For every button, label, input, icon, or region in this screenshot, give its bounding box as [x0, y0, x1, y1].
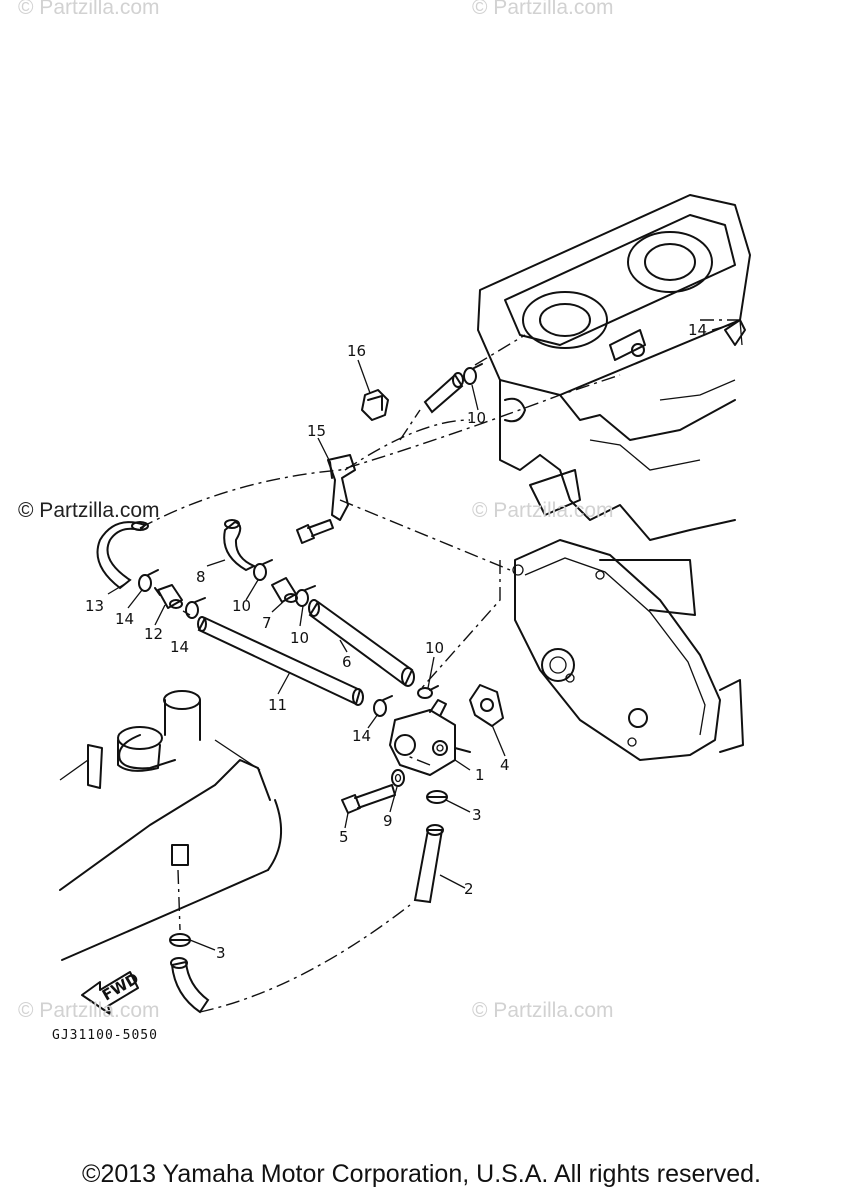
clamp-16	[361, 389, 389, 421]
watermark-mid-right: © Partzilla.com	[472, 499, 614, 522]
clamp-14-b	[185, 597, 206, 619]
callout-4: 4	[500, 756, 510, 774]
callout-2: 2	[464, 880, 474, 898]
watermark-top-right: © Partzilla.com	[472, 0, 614, 19]
callout-14-c: 14	[352, 727, 371, 745]
clamp-10-c	[417, 685, 439, 699]
watermark-bottom-right: © Partzilla.com	[472, 999, 614, 1022]
fuel-cock-1	[389, 699, 471, 776]
callout-11: 11	[268, 696, 287, 714]
callout-9: 8	[196, 568, 206, 586]
callout-13: 13	[85, 597, 104, 615]
callout-10-c: 10	[425, 639, 444, 657]
hose-bottom	[170, 957, 210, 1014]
bracket-15	[327, 454, 356, 521]
copyright-notice: ©2013 Yamaha Motor Corporation, U.S.A. A…	[82, 1160, 761, 1188]
callout-10-a: 10	[232, 597, 251, 615]
callout-8: 7	[262, 614, 272, 632]
engine-block	[477, 194, 751, 541]
hose-2	[413, 824, 444, 904]
engine-cover	[512, 539, 744, 761]
callout-3-left: 3	[216, 944, 226, 962]
routing-lines	[139, 319, 740, 1013]
callout-10-b: 10	[290, 629, 309, 647]
bolt-5	[341, 784, 396, 814]
clamp-10-b	[295, 585, 316, 607]
hose-11	[197, 616, 364, 706]
callout-5: 5	[339, 828, 349, 846]
gasket-4	[469, 684, 504, 727]
fuel-filter-8	[271, 577, 298, 603]
clamp-14-left	[138, 569, 159, 592]
callout-14-top: 14	[688, 321, 707, 339]
callout-1: 1	[475, 766, 485, 784]
diagram-code: GJ31100-5050	[52, 1028, 158, 1043]
bolt-bracket	[296, 519, 334, 544]
watermark-mid-left: © Partzilla.com	[18, 499, 160, 522]
watermark-top-left: © Partzilla.com	[18, 0, 160, 19]
callout-16: 16	[347, 342, 366, 360]
fuel-filter-12	[154, 584, 183, 609]
callout-12: 12	[144, 625, 163, 643]
callout-7: 6	[342, 653, 352, 671]
leader-lines	[107, 324, 731, 951]
callout-14-left: 14	[115, 610, 134, 628]
callout-3-right: 3	[472, 806, 482, 824]
callout-15: 15	[307, 422, 326, 440]
callout-labels: 16 15 10 14 13 8 14 12 14 10 7 10 6 11 1…	[85, 321, 707, 962]
fuel-tank	[59, 690, 283, 961]
callout-6: 9	[383, 812, 393, 830]
clamp-10-top	[463, 363, 483, 385]
clamp-14-c	[373, 695, 393, 717]
washer-6	[391, 769, 405, 787]
hose-7	[308, 599, 415, 687]
callout-14-b: 14	[170, 638, 189, 656]
callout-10-top: 10	[467, 409, 486, 427]
watermark-bottom-left: © Partzilla.com	[18, 999, 160, 1022]
clamp-3-left	[169, 933, 191, 947]
clamp-3-right	[426, 790, 448, 804]
hose-top	[423, 372, 464, 414]
hose-9	[223, 519, 257, 572]
clamp-10-a	[253, 559, 273, 581]
